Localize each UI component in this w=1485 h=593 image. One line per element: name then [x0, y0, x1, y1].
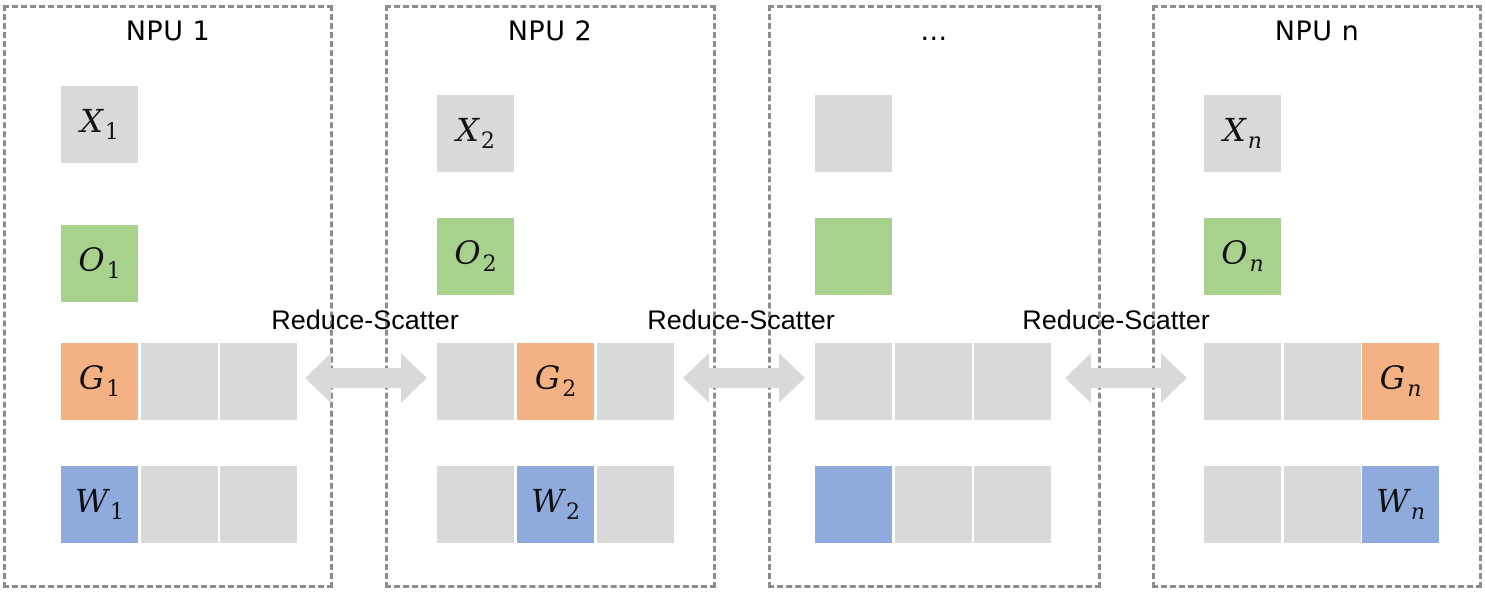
- npu-ellipsis-g-shard-1: [815, 343, 892, 420]
- npu-2-w-shard-3: [597, 466, 674, 543]
- npu-1-w-shard-3: [220, 466, 297, 543]
- npu-1-g-shard-2: [141, 343, 218, 420]
- npu-2-g-shard-3: [597, 343, 674, 420]
- npu-ellipsis-o-block: [815, 218, 892, 295]
- npu-n-w-shard-2: [1284, 466, 1361, 543]
- reduce-scatter-label-1: Reduce-Scatter: [271, 305, 459, 335]
- npu-1-x-block: X1: [61, 86, 138, 163]
- npu-2-x-block: X2: [437, 95, 514, 172]
- npu-n-g-symbol: Gn: [1379, 358, 1422, 403]
- double-arrow-icon-1: [305, 353, 427, 403]
- npu-1-g-shard-3: [220, 343, 297, 420]
- npu-2-g-block: G2: [517, 343, 594, 420]
- npu-ellipsis-w-shard-3: [974, 466, 1051, 543]
- npu-ellipsis-title: …: [920, 16, 948, 47]
- npu-n-o-symbol: On: [1221, 233, 1264, 278]
- npu-1-title: NPU 1: [125, 16, 211, 47]
- npu-ellipsis-w-shard-2: [895, 466, 972, 543]
- npu-n-x-block: Xn: [1204, 95, 1281, 172]
- npu-1-o-symbol: O1: [78, 240, 121, 285]
- reduce-scatter-label-2: Reduce-Scatter: [647, 305, 835, 335]
- double-arrow-shape-3: [1065, 353, 1187, 403]
- npu-2-g-shard-1: [437, 343, 514, 420]
- npu-n-w-symbol: Wn: [1375, 481, 1426, 526]
- npu-2-w-shard-1: [437, 466, 514, 543]
- npu-n-w-shard-1: [1204, 466, 1281, 543]
- npu-2-x-symbol: X2: [456, 110, 495, 155]
- npu-ellipsis-g-shard-2: [895, 343, 972, 420]
- npu-2-title: NPU 2: [507, 16, 593, 47]
- npu-2-w-symbol: W2: [531, 481, 580, 526]
- double-arrow-shape-2: [683, 353, 805, 403]
- double-arrow-icon-3: [1065, 353, 1187, 403]
- npu-2-o-symbol: O2: [454, 233, 497, 278]
- npu-n-o-block: On: [1204, 218, 1281, 295]
- npu-1-w-block: W1: [61, 466, 138, 543]
- npu-2-w-block: W2: [517, 466, 594, 543]
- npu-n-x-symbol: Xn: [1223, 110, 1262, 155]
- npu-2-box: [385, 5, 716, 588]
- npu-2-g-symbol: G2: [534, 358, 577, 403]
- npu-1-g-block: G1: [61, 343, 138, 420]
- npu-ellipsis-g-shard-3: [974, 343, 1051, 420]
- npu-n-w-block: Wn: [1362, 466, 1439, 543]
- npu-n-g-shard-2: [1284, 343, 1361, 420]
- npu-ellipsis-box: [768, 5, 1101, 588]
- npu-1-o-block: O1: [61, 225, 138, 302]
- npu-1-x-symbol: X1: [80, 101, 119, 146]
- npu-1-box: [3, 5, 333, 588]
- npu-1-w-shard-2: [141, 466, 218, 543]
- reduce-scatter-label-3: Reduce-Scatter: [1022, 305, 1210, 335]
- npu-2-o-block: O2: [437, 218, 514, 295]
- npu-n-g-shard-1: [1204, 343, 1281, 420]
- double-arrow-icon-2: [683, 353, 805, 403]
- npu-1-w-symbol: W1: [75, 481, 124, 526]
- npu-ellipsis-w-block: [815, 466, 892, 543]
- npu-n-title: NPU n: [1274, 16, 1360, 47]
- npu-n-box: [1152, 5, 1482, 588]
- double-arrow-shape-1: [305, 353, 427, 403]
- npu-ellipsis-x-block: [815, 95, 892, 172]
- npu-n-g-block: Gn: [1362, 343, 1439, 420]
- npu-1-g-symbol: G1: [78, 358, 121, 403]
